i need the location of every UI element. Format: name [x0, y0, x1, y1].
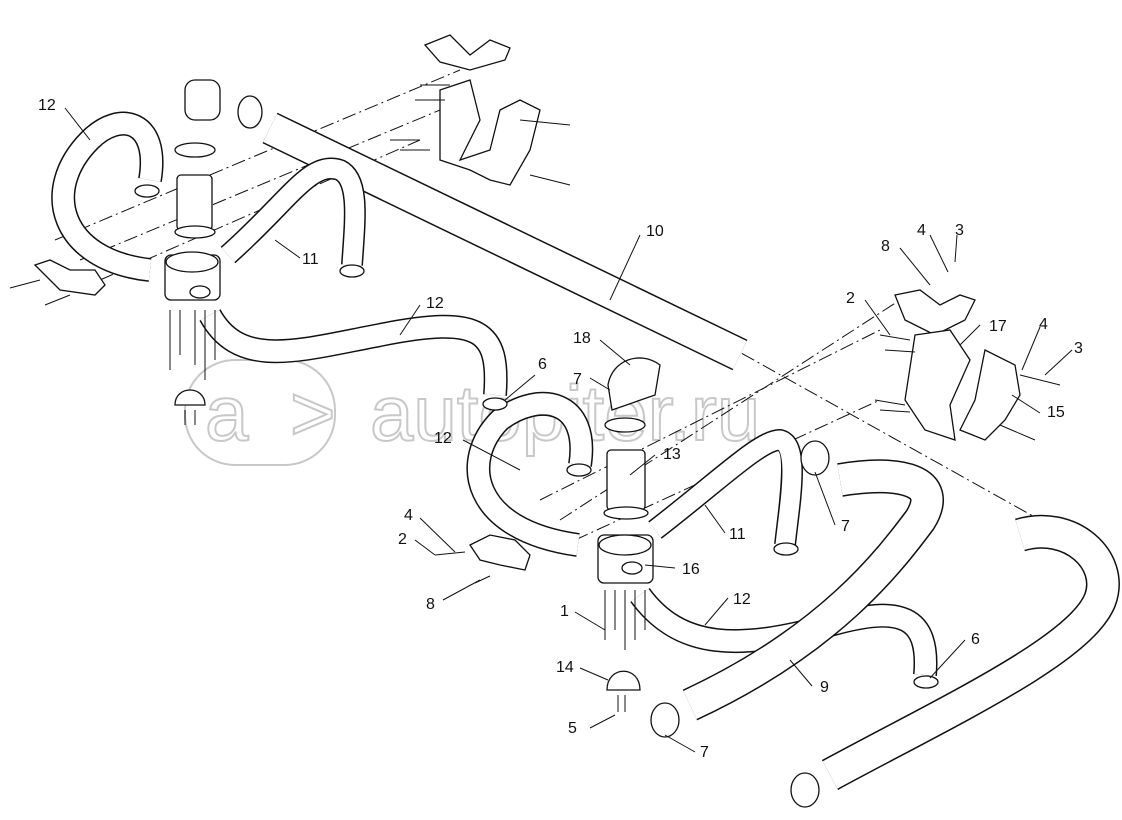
- callout-17: 17: [989, 318, 1007, 335]
- callout-labels: 12 11 10 12 18 7 6 12 13 11 7 16 4 2 8 1…: [38, 97, 1083, 761]
- hose-11-lower: [648, 429, 803, 547]
- svg-text:a: a: [205, 369, 249, 457]
- callout-1: 1: [560, 603, 569, 620]
- callout-11: 11: [302, 251, 319, 268]
- callout-3: 3: [1074, 340, 1083, 357]
- callout-3: 3: [955, 222, 964, 239]
- hose-clips: [134, 95, 939, 808]
- callout-7: 7: [841, 518, 850, 535]
- callout-8: 8: [881, 238, 890, 255]
- callout-12: 12: [38, 97, 56, 114]
- callout-5: 5: [568, 720, 577, 737]
- bracket-assembly-upper: [390, 34, 571, 186]
- callout-13: 13: [663, 446, 681, 463]
- callout-10: 10: [646, 223, 664, 240]
- hose-11-upper: [220, 157, 366, 266]
- callout-12: 12: [733, 591, 751, 608]
- callout-11: 11: [729, 526, 746, 543]
- callout-4: 4: [404, 507, 413, 524]
- clamp-lower-left: [9, 259, 531, 584]
- callout-9: 9: [820, 679, 829, 696]
- hose-12-lower-left: [466, 391, 594, 557]
- callout-7: 7: [573, 371, 582, 388]
- callout-6: 6: [971, 631, 980, 648]
- callout-7: 7: [700, 744, 709, 761]
- filter-assembly-lower: [597, 357, 661, 712]
- callout-4: 4: [917, 222, 926, 239]
- hoses: [51, 111, 1120, 790]
- callout-12: 12: [434, 430, 452, 447]
- leader-lines: [64, 107, 1073, 753]
- callout-15: 15: [1047, 404, 1065, 421]
- hose-12-upper-left: [51, 111, 164, 282]
- callout-18: 18: [573, 330, 591, 347]
- pipe-lower-right: [821, 514, 1120, 790]
- svg-text:>: >: [290, 369, 336, 457]
- callout-8: 8: [426, 596, 435, 613]
- callout-16: 16: [682, 561, 700, 578]
- callout-14: 14: [556, 659, 574, 676]
- callout-6: 6: [538, 356, 547, 373]
- bracket-assembly-right: [874, 289, 1061, 441]
- callout-2: 2: [398, 531, 407, 548]
- callout-12: 12: [426, 295, 444, 312]
- callout-2: 2: [846, 290, 855, 307]
- filter-assembly-upper: [164, 79, 221, 425]
- pipe-9: [682, 459, 944, 721]
- callout-4: 4: [1039, 316, 1048, 333]
- hose-12-middle: [199, 308, 508, 396]
